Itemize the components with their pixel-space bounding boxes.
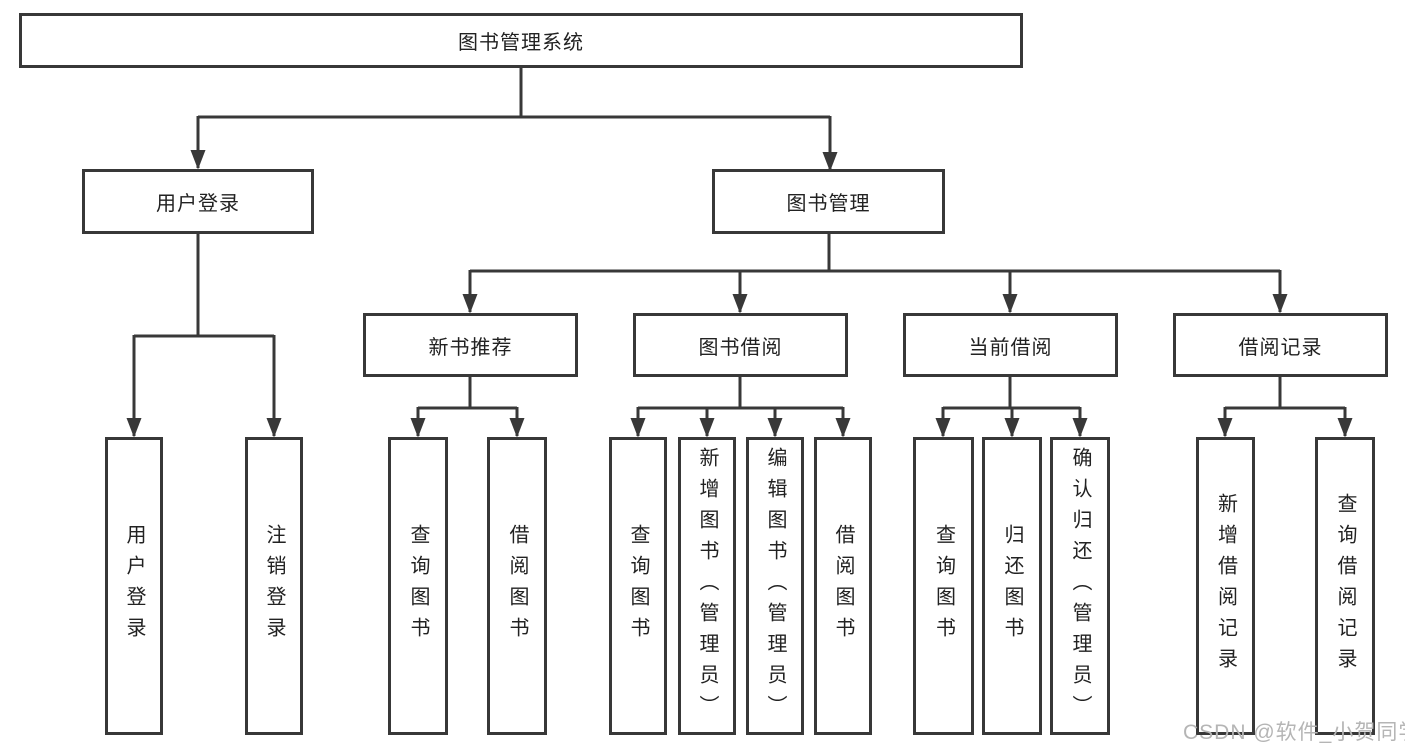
leaf-nbr-borrow-books-label: 借阅图书 xyxy=(506,524,528,648)
leaf-nbr-query-books: 查询图书 xyxy=(388,437,448,735)
leaf-nbr-borrow-books: 借阅图书 xyxy=(487,437,547,735)
leaf-bb-query-books: 查询图书 xyxy=(609,437,667,735)
leaf-br-query-record: 查询借阅记录 xyxy=(1315,437,1375,735)
leaf-user-login-label: 用户登录 xyxy=(123,524,145,648)
leaf-user-login: 用户登录 xyxy=(105,437,163,735)
leaf-br-add-record-label: 新增借阅记录 xyxy=(1214,493,1237,679)
leaf-bb-query-books-label: 查询图书 xyxy=(627,524,649,648)
leaf-bb-borrow-books: 借阅图书 xyxy=(814,437,872,735)
leaf-br-add-record: 新增借阅记录 xyxy=(1196,437,1255,735)
node-new-book-recommend: 新书推荐 xyxy=(363,313,578,377)
leaf-bb-add-books-admin-label: 新增图书（管理员） xyxy=(696,446,718,726)
leaf-cb-query-books: 查询图书 xyxy=(913,437,974,735)
leaf-bb-add-books-admin: 新增图书（管理员） xyxy=(678,437,736,735)
leaf-bb-edit-books-admin: 编辑图书（管理员） xyxy=(746,437,804,735)
node-root-system: 图书管理系统 xyxy=(19,13,1023,68)
leaf-nbr-query-books-label: 查询图书 xyxy=(407,524,429,648)
node-book-management: 图书管理 xyxy=(712,169,945,234)
node-book-borrow: 图书借阅 xyxy=(633,313,848,377)
node-user-login: 用户登录 xyxy=(82,169,314,234)
csdn-watermark: CSDN @软件_小贺同学 xyxy=(1183,721,1405,744)
leaf-cb-confirm-return-admin-label: 确认归还（管理员） xyxy=(1069,446,1091,726)
leaf-logout-label: 注销登录 xyxy=(263,524,285,648)
leaf-cb-return-books: 归还图书 xyxy=(982,437,1042,735)
leaf-bb-edit-books-admin-label: 编辑图书（管理员） xyxy=(764,446,786,726)
node-current-borrow: 当前借阅 xyxy=(903,313,1118,377)
leaf-logout: 注销登录 xyxy=(245,437,303,735)
leaf-br-query-record-label: 查询借阅记录 xyxy=(1334,493,1356,679)
leaf-cb-return-books-label: 归还图书 xyxy=(1001,524,1023,648)
leaf-cb-confirm-return-admin: 确认归还（管理员） xyxy=(1050,437,1110,735)
leaf-cb-query-books-label: 查询图书 xyxy=(932,524,955,648)
leaf-bb-borrow-books-label: 借阅图书 xyxy=(832,524,854,648)
node-borrow-records: 借阅记录 xyxy=(1173,313,1388,377)
